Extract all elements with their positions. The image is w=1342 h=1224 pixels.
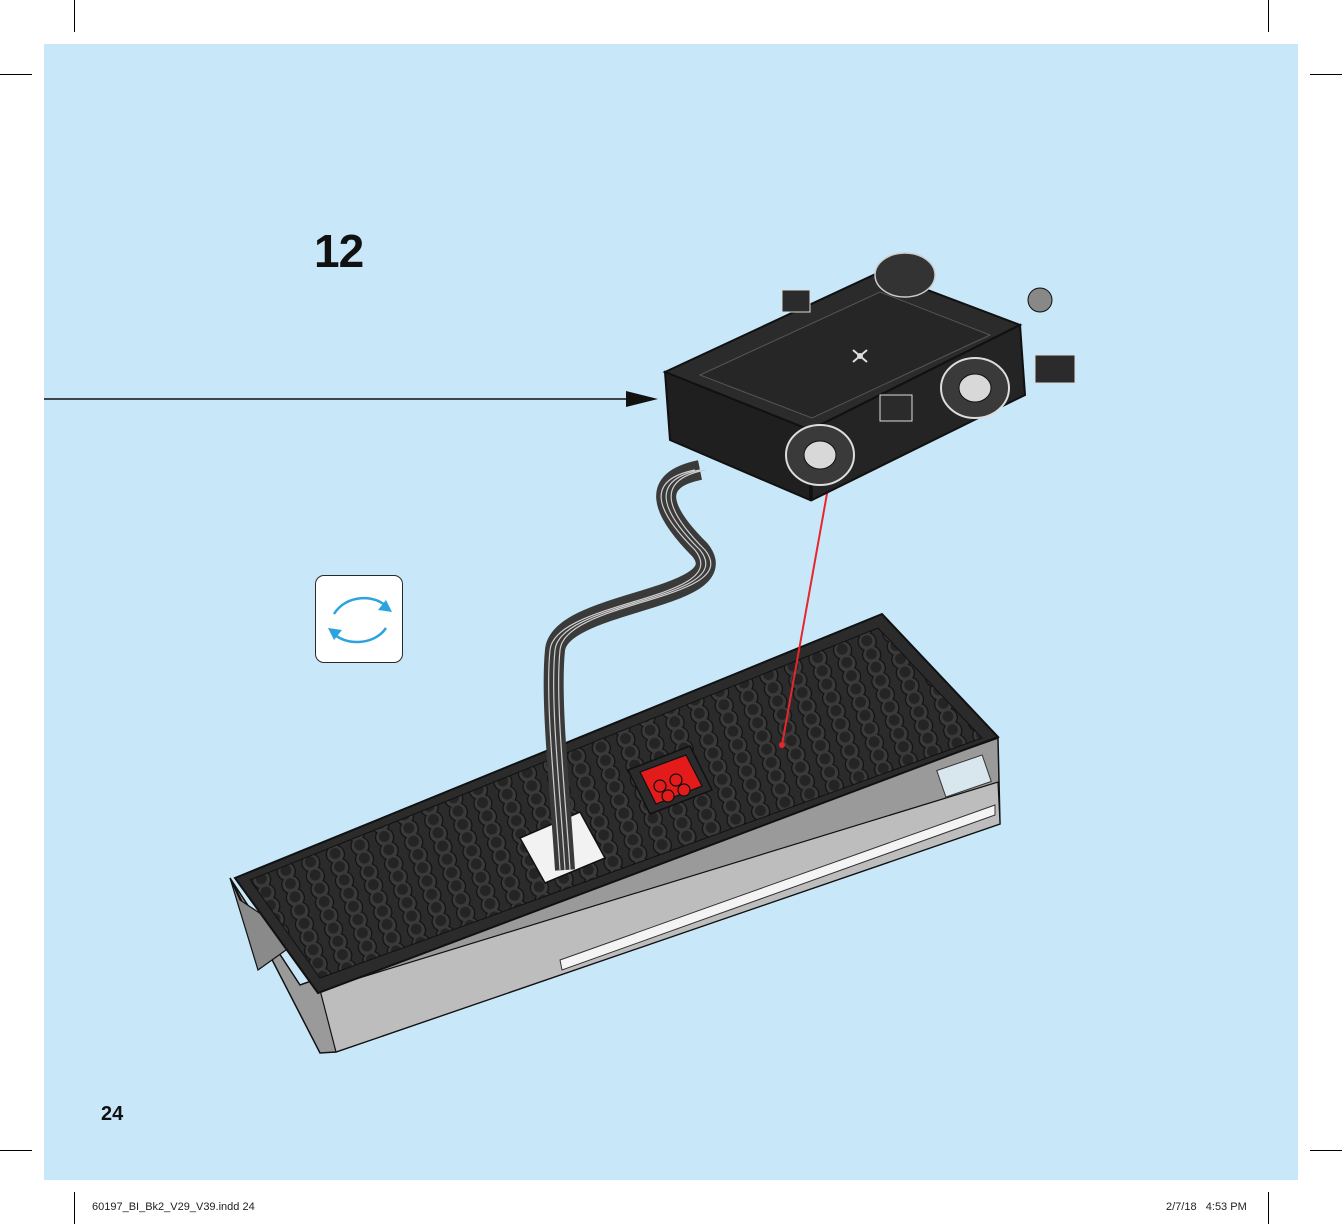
rotate-model-icon: [315, 575, 403, 663]
train-motor: [665, 253, 1075, 500]
file-slug: 60197_BI_Bk2_V29_V39.indd 24: [92, 1201, 255, 1213]
page-number: 24: [101, 1103, 123, 1126]
base-plate: [230, 614, 1000, 1053]
slug-time: 4:53 PM: [1206, 1201, 1247, 1213]
callout-arrow: [44, 391, 658, 407]
date-slug: 2/7/18 4:53 PM: [1166, 1201, 1247, 1213]
slug-date: 2/7/18: [1166, 1201, 1197, 1213]
